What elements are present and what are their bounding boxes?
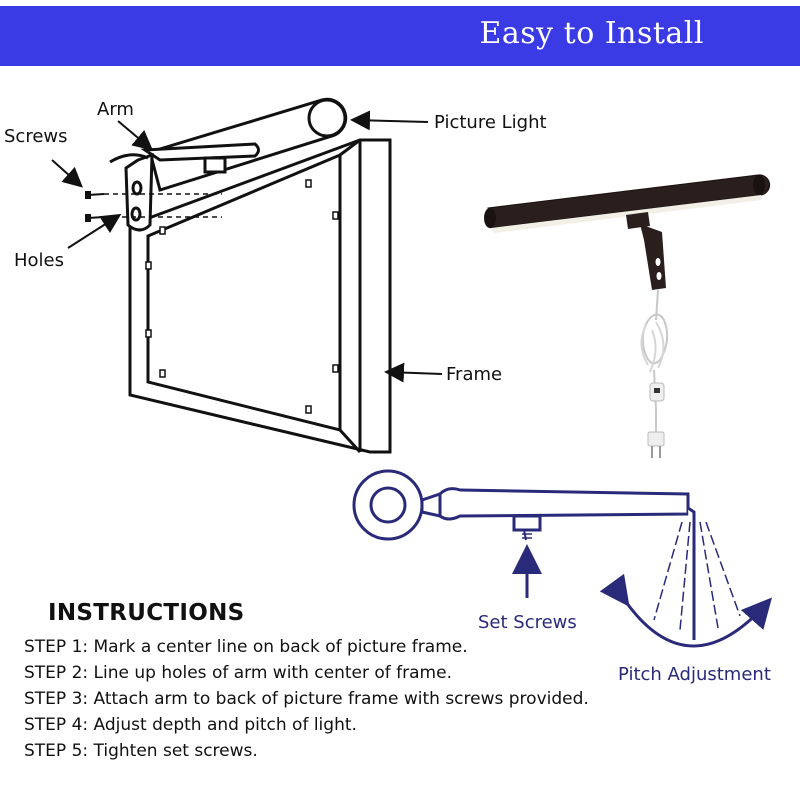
step-item: STEP 3: Attach arm to back of picture fr… [24, 689, 589, 709]
arrow-screws [51, 159, 83, 188]
label-holes: Holes [14, 250, 64, 271]
arrow-holes [67, 213, 122, 249]
alignment-dashes [104, 193, 222, 218]
instructions-title: INSTRUCTIONS [48, 600, 245, 626]
label-set-screws: Set Screws [478, 612, 577, 633]
side-profile-drawing [352, 469, 696, 640]
banner-title: Easy to Install [479, 16, 704, 51]
step-item: STEP 1: Mark a center line on back of pi… [24, 637, 468, 657]
pitch-arc-arrow [599, 573, 772, 648]
product-image [484, 174, 771, 458]
label-pitch-adjustment: Pitch Adjustment [618, 664, 771, 685]
screws-drawing [85, 191, 105, 222]
header-banner: Easy to Install [0, 6, 800, 66]
arrow-arm [117, 120, 154, 151]
arrow-frame [384, 362, 443, 383]
step-item: STEP 2: Line up holes of arm with center… [24, 663, 452, 683]
step-item: STEP 5: Tighten set screws. [24, 741, 258, 761]
instruction-steps: STEP 1: Mark a center line on back of pi… [24, 634, 784, 764]
step-item: STEP 4: Adjust depth and pitch of light. [24, 715, 357, 735]
label-frame: Frame [446, 364, 502, 385]
instructions-section: INSTRUCTIONS STEP 1: Mark a center line … [24, 600, 784, 764]
mounting-arm [109, 142, 260, 232]
label-screws: Screws [4, 126, 68, 147]
label-picture-light: Picture Light [434, 112, 547, 133]
arrow-picture-light [350, 110, 429, 131]
label-arm: Arm [97, 99, 134, 120]
frame-clips [145, 179, 339, 414]
